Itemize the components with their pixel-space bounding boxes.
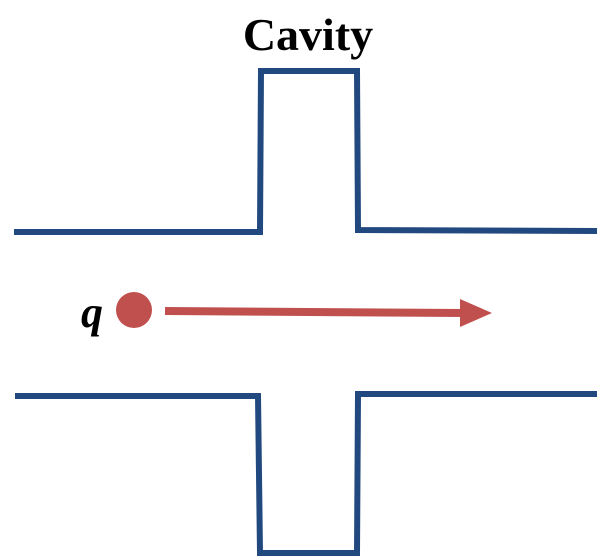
lower-cavity-wall xyxy=(15,391,597,556)
velocity-arrow-shaft xyxy=(164,307,465,317)
diagram-title: Cavity xyxy=(243,9,373,60)
velocity-arrow-head xyxy=(460,299,492,327)
charge-label: q xyxy=(81,288,103,337)
upper-cavity-wall xyxy=(14,68,597,235)
charge-particle xyxy=(116,292,152,328)
